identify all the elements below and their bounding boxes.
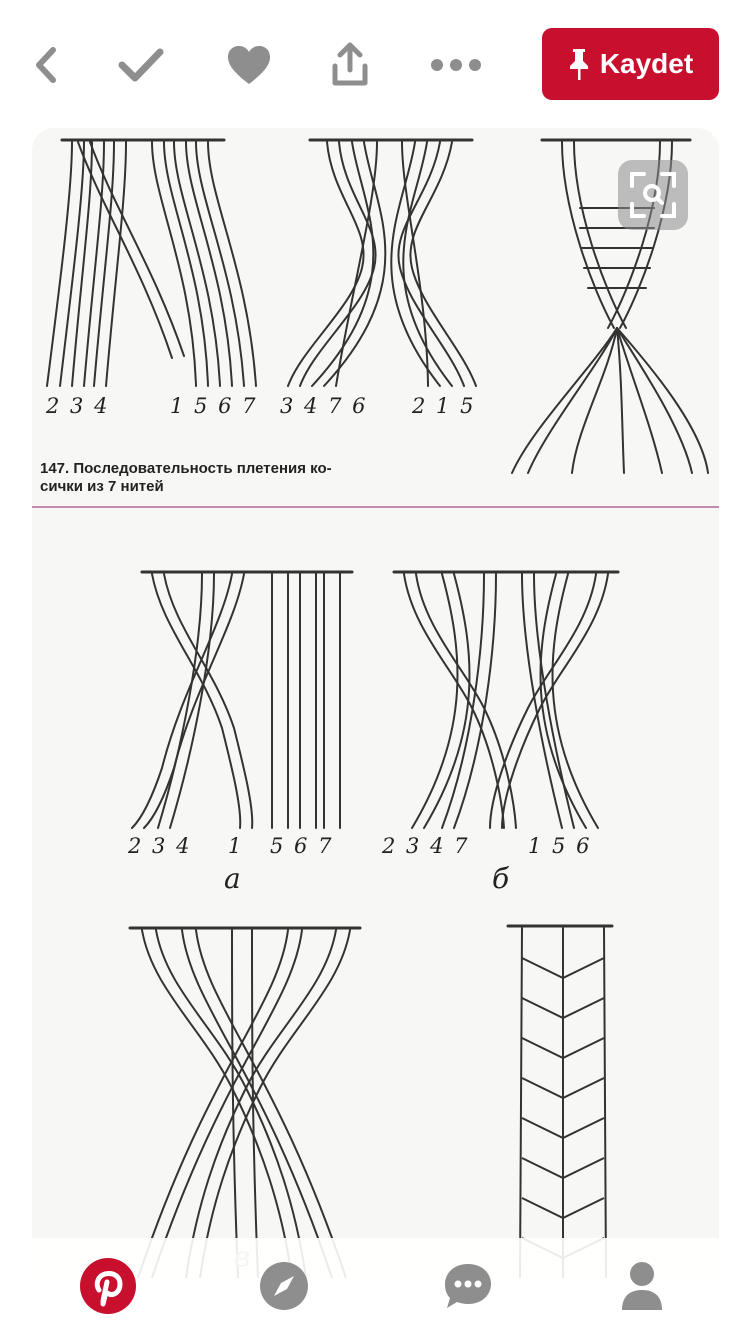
fig-a-mid-number: 1 bbox=[228, 834, 244, 858]
nav-messages[interactable] bbox=[438, 1256, 498, 1316]
profile-icon bbox=[622, 1262, 662, 1310]
fig-a-right-numbers: 5 6 7 bbox=[270, 834, 334, 858]
fig-b-right-numbers: 1 5 6 bbox=[528, 834, 592, 858]
save-button-label: Kaydet bbox=[599, 48, 694, 79]
pinterest-logo-icon bbox=[80, 1258, 136, 1314]
chevron-left-icon bbox=[36, 47, 56, 83]
more-button[interactable] bbox=[428, 40, 484, 90]
back-button[interactable] bbox=[26, 40, 66, 90]
chat-bubble-icon bbox=[445, 1264, 491, 1308]
braiding-illustration bbox=[46, 138, 709, 1278]
long-braid-pattern bbox=[521, 957, 605, 1260]
like-button[interactable] bbox=[224, 40, 274, 90]
fig2-right-numbers: 2 1 5 bbox=[412, 394, 476, 418]
more-dots-icon bbox=[431, 59, 481, 71]
nav-explore[interactable] bbox=[254, 1256, 314, 1316]
share-icon bbox=[332, 42, 368, 86]
top-toolbar: Kaydet bbox=[0, 0, 750, 128]
pin-image[interactable]: 2 3 4 1 5 6 7 3 4 7 6 2 1 5 147. Последо… bbox=[32, 128, 719, 1278]
visual-search-icon bbox=[630, 172, 676, 218]
pushpin-icon bbox=[569, 49, 588, 80]
fig2-left-numbers: 3 4 7 6 bbox=[280, 394, 368, 418]
share-button[interactable] bbox=[328, 40, 372, 90]
page-divider bbox=[32, 506, 719, 508]
visual-search-button[interactable] bbox=[618, 160, 688, 230]
fig1-left-numbers: 2 3 4 bbox=[46, 394, 110, 418]
bottom-nav bbox=[0, 1238, 750, 1334]
nav-profile[interactable] bbox=[612, 1256, 672, 1316]
caption-line-1: 147. Последовательность плетения ко- bbox=[40, 460, 332, 477]
checkmark-icon bbox=[118, 48, 164, 82]
save-button[interactable]: Kaydet bbox=[542, 28, 719, 100]
caption-line-2: сички из 7 нитей bbox=[40, 478, 164, 495]
nav-home[interactable] bbox=[78, 1256, 138, 1316]
fig-a-label: а bbox=[224, 862, 241, 895]
fig-a-left-numbers: 2 3 4 bbox=[128, 834, 192, 858]
fig-b-label: б bbox=[492, 862, 510, 895]
compass-icon bbox=[260, 1262, 308, 1310]
figure-caption: 147. Последовательность плетения ко- сич… bbox=[40, 460, 370, 496]
heart-icon bbox=[228, 46, 270, 84]
done-button[interactable] bbox=[116, 40, 166, 90]
fig1-right-numbers: 1 5 6 7 bbox=[170, 394, 258, 418]
fig-b-left-numbers: 2 3 4 7 bbox=[382, 834, 470, 858]
